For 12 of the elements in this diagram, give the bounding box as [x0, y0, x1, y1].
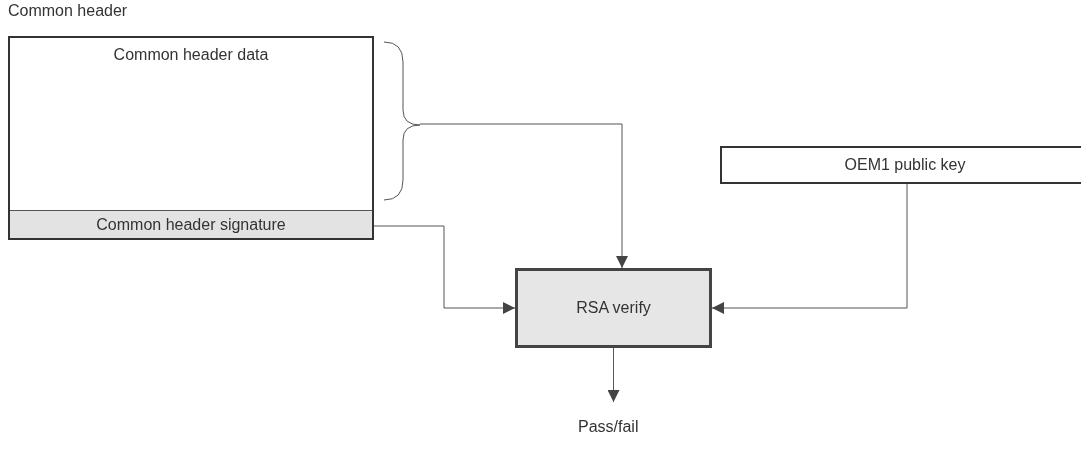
signature-field	[10, 210, 372, 238]
arrow	[711, 183, 908, 314]
arrow	[419, 123, 628, 269]
box-label: RSA verify	[575, 299, 652, 317]
process-box	[515, 268, 712, 348]
box-label: Common header data	[112, 46, 270, 64]
group-heading: Common header	[8, 2, 128, 20]
arrow	[607, 347, 620, 403]
box-label: Common header signature	[95, 215, 287, 234]
output-text: Pass/fail	[578, 418, 638, 436]
key-box	[720, 146, 1081, 184]
box-label: OEM1 public key	[843, 156, 967, 174]
